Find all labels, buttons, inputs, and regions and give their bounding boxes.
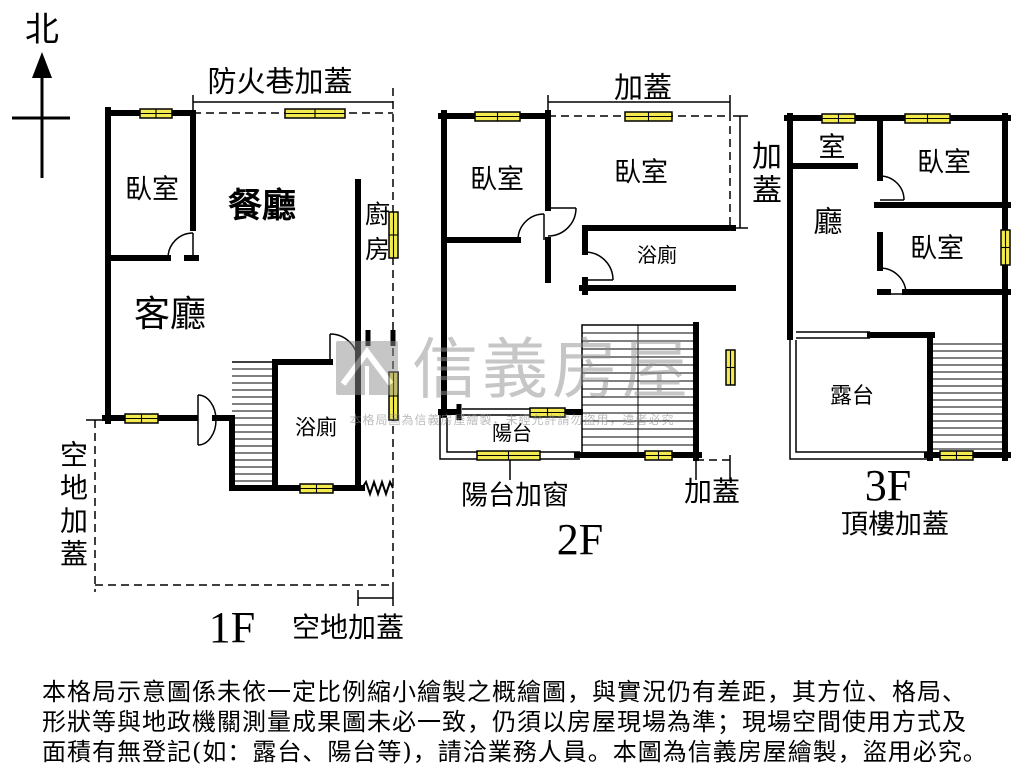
fire-lane-extension-label: 防火巷加蓋 — [207, 64, 353, 99]
extension-top-label-2f: 加蓋 — [613, 70, 673, 105]
bedroom-south-door-swing — [879, 267, 907, 295]
floor-1f-dimension-lines — [86, 95, 394, 606]
floor-1f-extension-lines — [94, 88, 394, 592]
bedroom-east-door-swing — [547, 207, 577, 237]
watermark-brand: 信義房屋 — [412, 331, 692, 408]
floor-2f-plan — [438, 95, 748, 480]
floor-1f-walls — [102, 107, 365, 491]
window — [644, 450, 673, 461]
window — [529, 407, 566, 418]
room-label-bathroom-2f: 浴廁 — [637, 243, 677, 267]
floor-label-2f: 2F — [556, 515, 604, 564]
watermark-notice: 本格局圖為信義房屋繪製，未經允許請勿盜用，違者必究 — [349, 413, 675, 427]
room-label-hall: 廳 — [813, 204, 843, 239]
window — [1000, 229, 1011, 266]
bedroom-west-door-swing — [517, 213, 545, 241]
room-label-bedroom-west-2f: 臥室 — [470, 164, 524, 196]
window — [476, 450, 541, 461]
north-label: 北 — [25, 10, 59, 50]
rooftop-extension-caption: 頂樓加蓋 — [841, 509, 949, 541]
disclaimer-line: 面積有無登記(如：露台、陽台等)，請洽業務人員。本圖為信義房屋繪製，盜用必究。 — [42, 738, 988, 766]
room-label-bedroom-east-2f: 臥室 — [614, 157, 668, 189]
floor-1f-doors — [167, 232, 359, 446]
floor-3f-terrace-lines — [789, 331, 930, 460]
watermark-logo — [336, 341, 398, 395]
floor-3f-plan — [784, 113, 1011, 461]
floor-1f-plan — [86, 88, 399, 606]
balcony-window-note: 陽台加窗 — [461, 480, 569, 512]
room-label-terrace: 露台 — [829, 384, 875, 409]
room-label-dining-room: 餐廳 — [228, 186, 296, 226]
floor-3f-doors — [879, 175, 907, 295]
window — [624, 111, 673, 122]
window — [939, 450, 974, 461]
terrace-inner-edge — [795, 340, 930, 453]
floor-2f-dimension-lines — [547, 95, 748, 480]
watermark-logo-roof — [340, 347, 394, 386]
disclaimer-line: 形狀等與地政機關測量成果圖未必一致，仍須以房屋現場為準；現場空間使用方式及 — [42, 708, 967, 736]
window — [388, 211, 399, 259]
room-label-living-room: 客廳 — [133, 294, 207, 335]
floor-3f-stairs — [932, 343, 1005, 450]
vacant-land-extension-bottom-label: 空地加蓋 — [291, 611, 405, 644]
room-label-bathroom-1f: 浴廁 — [295, 415, 337, 440]
entry-door-swing — [197, 394, 217, 446]
extension-side-label-2f: 加蓋 — [746, 140, 781, 208]
rear-spring-symbol — [361, 478, 394, 498]
window — [139, 108, 173, 119]
north-arrow — [12, 52, 70, 178]
room-label-bedroom-north-3f: 臥室 — [917, 147, 971, 179]
window — [725, 349, 736, 386]
disclaimer-line: 本格局示意圖係未依一定比例縮小繪製之概繪圖，與實況仍有差距，其方位、格局、 — [42, 678, 967, 706]
vacant-land-extension-side-label: 空地加蓋 — [56, 440, 89, 572]
floor-label-1f: 1F — [208, 603, 256, 652]
room-label-kitchen: 廚房 — [361, 201, 391, 271]
window — [904, 113, 951, 124]
room-label-bedroom-south-3f: 臥室 — [910, 233, 964, 265]
room-label-balcony: 陽台 — [492, 421, 532, 445]
bathroom-door-swing — [584, 251, 614, 281]
floor-label-3f: 3F — [864, 461, 912, 510]
floor-3f-walls — [784, 113, 1011, 461]
window — [474, 111, 521, 122]
window — [284, 108, 346, 119]
window — [299, 483, 334, 494]
room-label-small-room-3f: 室 — [818, 132, 846, 164]
bedroom-door-swing — [167, 232, 194, 259]
extension-bottom-label-2f: 加蓋 — [683, 475, 741, 508]
window — [124, 413, 159, 424]
floor-1f-stairs — [232, 368, 275, 482]
floor-2f-walls — [438, 110, 736, 461]
bedroom-north-door-swing — [879, 175, 905, 201]
floor-2f-doors — [517, 207, 614, 281]
north-arrow-head — [32, 52, 52, 78]
window — [821, 113, 856, 124]
terrace-outer-edge — [789, 337, 930, 460]
room-label-bedroom-1f: 臥室 — [125, 174, 179, 206]
